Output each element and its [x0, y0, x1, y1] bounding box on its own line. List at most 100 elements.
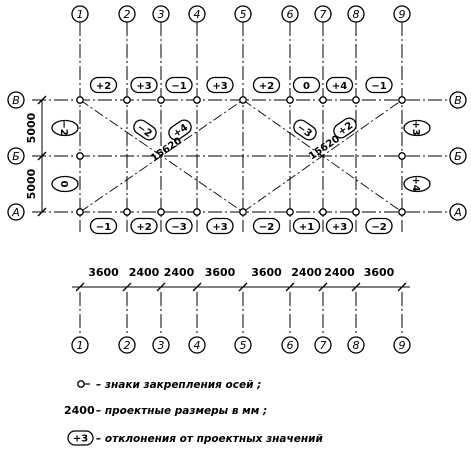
- dimension-tick: [37, 95, 47, 105]
- axis-label-left-2-circle: [7, 147, 25, 165]
- deviation-bottom-7: +3: [325, 217, 354, 235]
- deviation-top-7: +4: [325, 76, 354, 94]
- deviation-bottom-4: +3: [206, 217, 234, 235]
- svg-text:+3: +3: [332, 222, 347, 233]
- axis-label-top-6-circle: [281, 5, 299, 23]
- deviation-bottom-3: −3: [165, 217, 193, 235]
- deviation-diagonal-left-2: +4: [168, 119, 192, 141]
- spacing-label: 3600: [205, 266, 236, 279]
- deviation-diagonal-right-1: −3: [293, 119, 317, 141]
- svg-text:+1: +1: [299, 222, 314, 233]
- spacing-label: 2400: [291, 266, 322, 279]
- svg-text:+2: +2: [259, 81, 274, 92]
- svg-text:+3: +3: [410, 120, 421, 135]
- axis-label-right-2: Б: [454, 150, 462, 163]
- dimension-tick: [285, 282, 295, 292]
- axis-label-top-4-circle: [188, 5, 206, 23]
- legend-dev-label: – отклонения от проектных значений: [96, 433, 323, 445]
- dimension-tick: [156, 282, 166, 292]
- anchor-mark-icon: [286, 96, 294, 104]
- deviation-right-upper: +3: [403, 119, 431, 137]
- svg-text:+3: +3: [212, 81, 227, 92]
- deviation-top-5: +2: [252, 76, 281, 94]
- axis-label-right-3: А: [453, 206, 462, 219]
- anchor-mark-icon: [239, 208, 247, 216]
- axis-label-top-7-circle: [314, 5, 332, 23]
- axis-label-top-8: 8: [353, 8, 360, 21]
- dimension-tick: [351, 282, 361, 292]
- axis-label-left-3: А: [11, 206, 20, 219]
- anchor-mark-icon: [123, 96, 131, 104]
- axis-label-top-8-circle: [347, 5, 365, 23]
- axis-label-bottom-8-circle: [347, 336, 365, 354]
- anchor-mark-icon: [157, 96, 165, 104]
- anchor-mark-icon: [398, 152, 406, 160]
- anchor-mark-icon: [123, 208, 131, 216]
- dimension-tick: [75, 282, 85, 292]
- axis-label-top-4: 4: [194, 8, 201, 21]
- svg-text:+3: +3: [136, 81, 151, 92]
- anchor-mark-icon: [239, 96, 247, 104]
- axis-label-bottom-3: 3: [158, 339, 165, 352]
- deviation-top-8: −1: [365, 76, 393, 94]
- deviation-bottom-1: −1: [89, 217, 118, 235]
- deviation-top-4: +3: [206, 76, 234, 94]
- deviation-diagonal-left-1: −2: [133, 119, 157, 141]
- side-dim-lower: 5000: [25, 168, 38, 199]
- axis-label-bottom-5-circle: [234, 336, 252, 354]
- anchor-mark-icon: [319, 96, 327, 104]
- spacing-label: 2400: [164, 266, 195, 279]
- axis-label-bottom-1-circle: [71, 336, 89, 354]
- spacing-label: 3600: [88, 266, 119, 279]
- dimension-tick: [122, 282, 132, 292]
- axis-label-left-3-circle: [7, 203, 25, 221]
- legend: – знаки закрепления осей ; 2400 – проект…: [64, 379, 323, 446]
- axis-label-right-1-circle: [449, 91, 467, 109]
- spacing-label: 2400: [129, 266, 160, 279]
- axis-label-bottom-6-circle: [281, 336, 299, 354]
- axis-label-bottom-5: 5: [240, 339, 247, 352]
- svg-text:−1: −1: [371, 81, 386, 92]
- svg-text:+4: +4: [332, 81, 347, 92]
- dimension-tick: [397, 282, 407, 292]
- side-dim-upper: 5000: [25, 112, 38, 143]
- axis-label-top-1-circle: [71, 5, 89, 23]
- svg-text:−1: −1: [96, 222, 111, 233]
- dimension-tick: [37, 207, 47, 217]
- spacing-label: 3600: [251, 266, 282, 279]
- axis-label-top-9: 9: [399, 8, 406, 21]
- dimension-tick: [192, 282, 202, 292]
- deviation-diagonal-right-2: +2: [333, 117, 357, 139]
- deviation-bottom-8: −2: [365, 217, 393, 235]
- anchor-mark-icon: [193, 208, 201, 216]
- svg-text:+3: +3: [212, 222, 227, 233]
- svg-text:+4: +4: [410, 176, 421, 191]
- deviation-bottom-6: +1: [292, 217, 321, 235]
- anchor-mark-icon: [398, 96, 406, 104]
- anchor-mark-icon: [286, 208, 294, 216]
- legend-marks-label: – знаки закрепления осей ;: [96, 379, 261, 391]
- axis-label-top-3: 3: [158, 8, 165, 21]
- svg-text:−3: −3: [171, 222, 186, 233]
- axis-label-bottom-2: 2: [124, 339, 131, 352]
- axis-label-right-2-circle: [449, 147, 467, 165]
- dimension-tick: [238, 282, 248, 292]
- spacing-label: 2400: [324, 266, 355, 279]
- legend-dims-sample: 2400: [64, 404, 95, 417]
- axis-label-left-2: Б: [12, 150, 20, 163]
- svg-text:−2: −2: [371, 222, 386, 233]
- axis-label-bottom-9: 9: [399, 339, 406, 352]
- spacing-label: 3600: [364, 266, 395, 279]
- axis-label-bottom-4-circle: [188, 336, 206, 354]
- axis-label-top-5-circle: [234, 5, 252, 23]
- deviation-top-1: +2: [89, 76, 118, 94]
- deviation-left-lower: 0: [51, 175, 79, 193]
- axis-label-left-1-circle: [7, 91, 25, 109]
- legend-dev-sample-box: [67, 430, 94, 446]
- dimension-tick: [318, 282, 328, 292]
- deviation-top-2: +3: [130, 76, 158, 94]
- axis-label-right-1: В: [454, 94, 462, 107]
- axis-label-top-6: 6: [287, 8, 294, 21]
- deviation-top-6: 0: [292, 76, 321, 94]
- anchor-mark-icon: [76, 152, 84, 160]
